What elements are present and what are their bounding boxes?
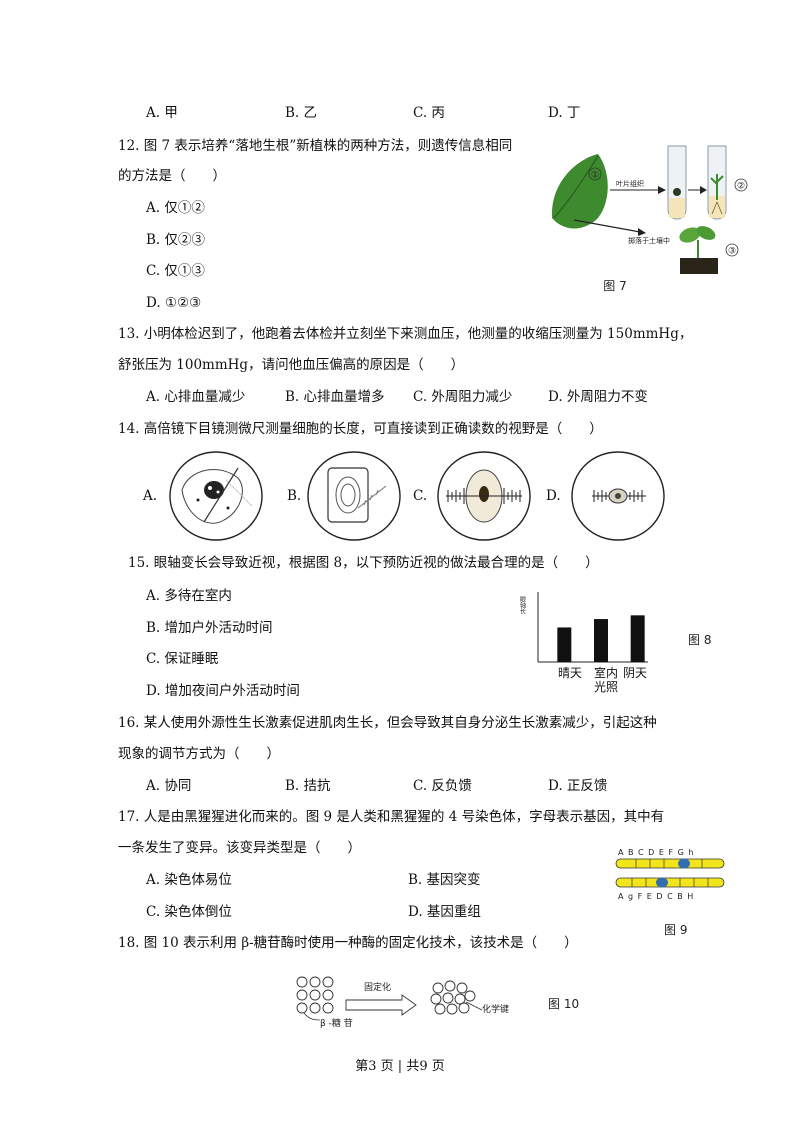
chart-xlabel-sunny: 晴天 [558, 666, 583, 680]
svg-text:①: ① [591, 171, 599, 181]
q12-option-b: B. 仅②③ [146, 232, 206, 248]
q13-option-b: B. 心排血量增多 [285, 389, 385, 405]
microscope-view-b [307, 451, 401, 541]
q14-stem: 14. 高倍镜下目镜测微尺测量细胞的长度，可直接读到正确读数的视野是（ ） [118, 421, 603, 437]
bar-1 [594, 619, 608, 662]
q14-option-b: B. [287, 488, 302, 504]
circled-1 [588, 167, 602, 181]
q16-option-c: C. 反负馈 [413, 778, 472, 794]
arrow-label: 固定化 [364, 981, 391, 993]
q13-option-c: C. 外周阻力减少 [413, 389, 513, 405]
q16-option-b: B. 拮抗 [285, 778, 331, 794]
q11-option-b: B. 乙 [285, 105, 318, 121]
q17-option-a: A. 染色体易位 [146, 872, 232, 888]
label-soil: 掷落于土壤中 [628, 236, 670, 245]
enzyme-label: β -糖 苷 [320, 1017, 353, 1029]
bar-0 [557, 627, 572, 662]
q16-option-a: A. 协同 [146, 778, 192, 794]
q15-option-c: C. 保证睡眠 [146, 651, 219, 667]
q12-option-d: D. ①②③ [146, 295, 202, 311]
q15-option-b: B. 增加户外活动时间 [146, 620, 273, 636]
q13-stem-line1: 13. 小明体检迟到了，他跑着去体检并立刻坐下来测血压，他测量的收缩压测量为 1… [118, 326, 693, 342]
free-enzymes [296, 976, 334, 1014]
immobilization-arrow [345, 994, 417, 1016]
q17-stem-line2: 一条发生了变异。该变异类型是（ ） [118, 840, 361, 856]
q12-stem-line1: 12. 图 7 表示培养“落地生根”新植株的两种方法，则遗传信息相同 [118, 138, 513, 154]
figure-10-caption: 图 10 [548, 997, 579, 1011]
microscope-view-a [169, 451, 263, 541]
q12-option-c: C. 仅①③ [146, 263, 205, 279]
q14-option-a: A. [143, 488, 158, 504]
bond-label: 化学键 [482, 1003, 509, 1015]
q14-option-d: D. [546, 488, 561, 504]
leaf-illustration [551, 154, 608, 229]
figure-7: ① 叶片组织 ② 掷落于土壤中 ③ 图 7 [551, 145, 748, 293]
q16-option-d: D. 正反馈 [548, 778, 608, 794]
q11-option-d: D. 丁 [548, 105, 581, 121]
top-chromosome-genes: A B C D E F G h [618, 848, 694, 857]
q12-option-a: A. 仅①② [146, 200, 205, 216]
chart-ylabel: 眼轴长 [519, 596, 526, 615]
top-chromosome [615, 858, 725, 869]
q18-stem: 18. 图 10 表示利用 β-糖苷酶时使用一种酶的固定化技术，该技术是（ ） [118, 935, 578, 951]
q15-option-a: A. 多待在室内 [146, 588, 232, 604]
svg-text:②: ② [737, 182, 745, 192]
q11-option-a: A. 甲 [146, 105, 178, 121]
figure-8-caption: 图 8 [688, 633, 711, 647]
soil [680, 258, 718, 274]
page-footer: 第3 页 | 共9 页 [355, 1059, 445, 1074]
immobilized-enzymes [430, 980, 476, 1015]
q17-option-d: D. 基因重组 [408, 904, 481, 920]
q11-option-c: C. 丙 [413, 105, 445, 121]
bottom-chromosome-genes: A g F E D C B H [618, 892, 694, 901]
figure-9: A B C D E F G h A g F E D C B H 图 9 [615, 848, 725, 937]
figure-9-caption: 图 9 [664, 923, 687, 937]
microscope-view-d [571, 451, 665, 541]
bottom-chromosome [615, 877, 725, 888]
circled-2 [734, 178, 748, 192]
q13-option-a: A. 心排血量减少 [146, 389, 246, 405]
chart-xlabel-indoor: 室内 光照 [594, 666, 619, 694]
chart-xlabel-cloudy: 阴天 [623, 666, 648, 680]
circled-3 [725, 243, 739, 257]
q12-stem-line2: 的方法是（ ） [118, 168, 226, 184]
q16-stem-line1: 16. 某人使用外源性生长激素促进肌肉生长，但会导致其自身分泌生长激素减少，引起… [118, 715, 657, 731]
q15-option-d: D. 增加夜间户外活动时间 [146, 683, 300, 699]
bar-2 [630, 615, 645, 662]
q14-option-c: C. [413, 488, 428, 504]
microscope-view-c [437, 451, 531, 541]
q17-option-c: C. 染色体倒位 [146, 904, 232, 920]
q13-stem-line2: 舒张压为 100mmHg，请问他血压偏高的原因是（ ） [118, 357, 465, 373]
q17-option-b: B. 基因突变 [408, 872, 481, 888]
q15-stem: 15. 眼轴变长会导致近视，根据图 8，以下预防近视的做法最合理的是（ ） [128, 555, 599, 571]
svg-text:③: ③ [728, 247, 736, 257]
q17-stem-line1: 17. 人是由黑猩猩进化而来的。图 9 是人类和黑猩猩的 4 号染色体，字母表示… [118, 809, 665, 825]
label-leaf-tissue: 叶片组织 [616, 179, 644, 188]
figure-8-chart: 眼轴长 图 8 [519, 592, 711, 663]
q16-stem-line2: 现象的调节方式为（ ） [118, 746, 280, 762]
figure-7-caption: 图 7 [603, 279, 626, 293]
figure-10: β -糖 苷 固定化 化学键 图 10 [296, 976, 579, 1029]
q13-option-d: D. 外周阻力不变 [548, 389, 648, 405]
